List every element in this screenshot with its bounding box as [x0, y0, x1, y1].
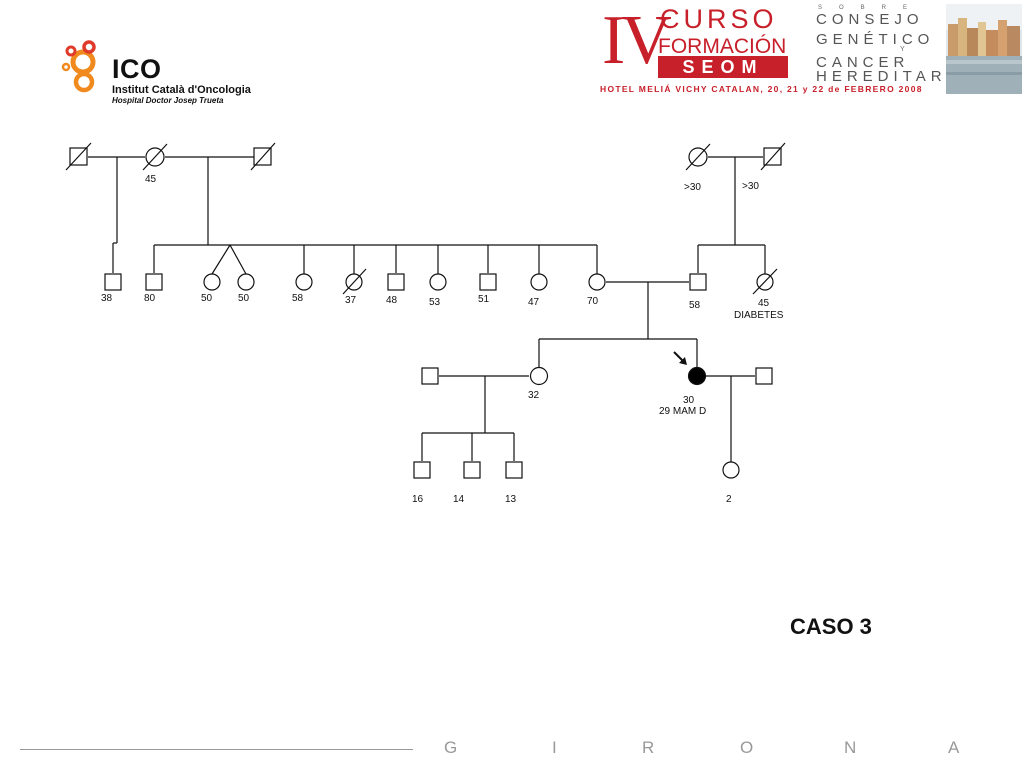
- person-mother: [588, 273, 606, 291]
- twin-line: [211, 244, 231, 275]
- deceased-mark: [250, 142, 276, 171]
- footer-letter: A: [948, 738, 960, 757]
- ico-hospital: Hospital Doctor Josep Trueta: [112, 96, 224, 105]
- deceased-mark: [342, 268, 367, 295]
- person-female: [203, 273, 221, 291]
- ico-institution: Institut Català d'Oncologia: [112, 84, 251, 96]
- person-father: [689, 273, 707, 291]
- age-label: 2: [726, 494, 732, 505]
- person-male: [145, 273, 163, 291]
- age-label: 48: [386, 295, 398, 306]
- twin-line: [229, 244, 247, 275]
- ico-name: ICO: [112, 54, 162, 84]
- deceased-mark: [752, 268, 778, 295]
- age-label: >30: [684, 182, 701, 193]
- person-male: [104, 273, 122, 291]
- conference-venue: HOTEL MELIÁ VICHY CATALAN, 20, 21 y 22 d…: [600, 84, 923, 94]
- person-male: [413, 461, 431, 479]
- conference-y: Y: [900, 46, 905, 53]
- person-male-spouse: [755, 367, 773, 385]
- conference-curso: CURSO: [660, 4, 778, 34]
- age-label: 58: [689, 300, 701, 311]
- age-label: 47: [528, 297, 540, 308]
- girona-photo: [946, 4, 1022, 94]
- proband-arrow-icon: [673, 351, 687, 365]
- age-label: 50: [238, 293, 250, 304]
- age-label: >30: [742, 181, 759, 192]
- conference-header: IV CURSO FORMACIÓN SEOM SOBRE CONSEJO GE…: [598, 4, 1024, 100]
- age-label: 32: [528, 390, 540, 401]
- age-label: 16: [412, 494, 424, 505]
- footer-divider: [20, 749, 413, 750]
- age-label: 51: [478, 294, 490, 305]
- conference-sobre: SOBRE: [818, 5, 925, 11]
- footer-letter: G: [444, 738, 458, 757]
- conference-consejo: CONSEJO: [816, 11, 924, 28]
- age-label: 14: [453, 494, 465, 505]
- deceased-mark: [142, 143, 168, 171]
- deceased-mark: [65, 142, 92, 171]
- proband-affected: [687, 366, 707, 386]
- age-label: 70: [587, 296, 599, 307]
- case-title: CASO 3: [790, 614, 872, 639]
- person-male: [463, 461, 481, 479]
- age-label: 45: [145, 174, 157, 185]
- deceased-mark: [685, 143, 711, 171]
- age-label: 38: [101, 293, 113, 304]
- person-female: [295, 273, 313, 291]
- person-female: [429, 273, 447, 291]
- conference-formacion: FORMACIÓN: [658, 35, 787, 58]
- footer-letter: O: [740, 738, 754, 757]
- ico-logo-mark-icon: [61, 40, 96, 93]
- age-label: 30: [683, 395, 695, 406]
- conference-hereditario: HEREDITARIO: [816, 68, 973, 85]
- age-label: 58: [292, 293, 304, 304]
- age-label: 80: [144, 293, 156, 304]
- person-female: [237, 273, 255, 291]
- person-male: [387, 273, 405, 291]
- age-label: 13: [505, 494, 517, 505]
- conference-seom: SEOM: [658, 56, 788, 78]
- age-label: 50: [201, 293, 213, 304]
- deceased-mark: [760, 142, 786, 171]
- conference-genetico: GENÉTICO: [816, 31, 935, 48]
- person-sister: [529, 366, 549, 386]
- footer-letter: N: [844, 738, 857, 757]
- footer-letter: I: [552, 738, 557, 757]
- person-female: [530, 273, 548, 291]
- footer-girona: G I R O N A: [440, 738, 980, 758]
- person-male-spouse: [421, 367, 439, 385]
- ico-logo: ICO Institut Català d'Oncologia Hospital…: [60, 38, 270, 118]
- diagnosis-label: 29 MAM D: [659, 406, 706, 417]
- conference-cancer: CANCER: [816, 54, 910, 71]
- age-label: 37: [345, 295, 357, 306]
- person-female: [722, 461, 740, 479]
- condition-label: DIABETES: [734, 310, 784, 321]
- person-male: [479, 273, 497, 291]
- person-male: [505, 461, 523, 479]
- age-label: 53: [429, 297, 441, 308]
- footer-letter: R: [642, 738, 655, 757]
- age-label: 45: [758, 298, 770, 309]
